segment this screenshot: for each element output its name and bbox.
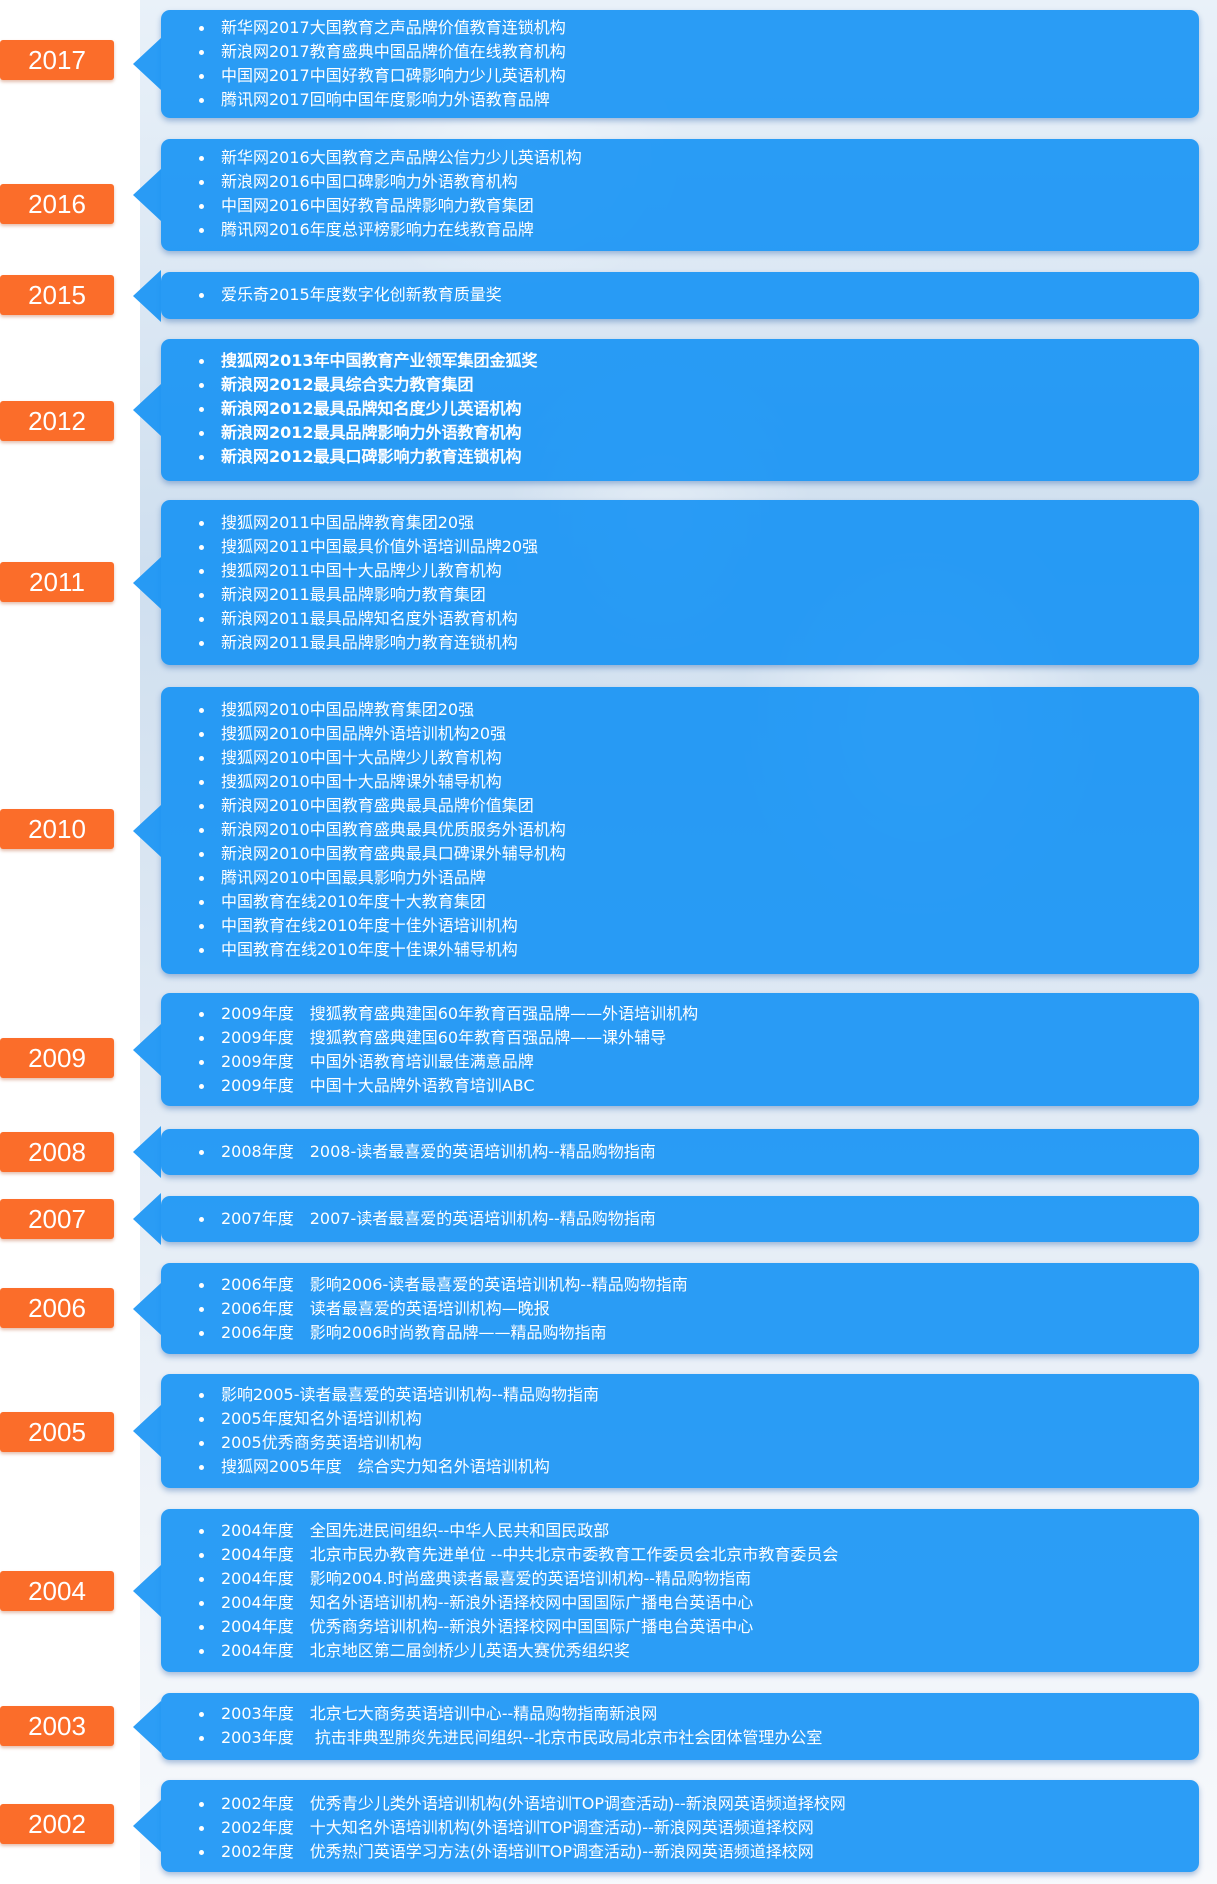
year-badge: 2004 (0, 1571, 114, 1611)
award-card: 2002年度 优秀青少儿类外语培训机构(外语培训TOP调查活动)--新浪网英语频… (133, 1780, 1199, 1872)
award-card: 搜狐网2013年中国教育产业领军集团金狐奖 新浪网2012最具综合实力教育集团 … (133, 339, 1199, 481)
award-item: 2004年度 北京市民办教育先进单位 --中共北京市委教育工作委员会北京市教育委… (197, 1543, 1199, 1567)
award-item: 新浪网2010中国教育盛典最具优质服务外语机构 (197, 818, 1199, 842)
year-badge: 2015 (0, 275, 114, 315)
year-badge: 2003 (0, 1706, 114, 1746)
award-card: 2008年度 2008-读者最喜爱的英语培训机构--精品购物指南 (133, 1126, 1199, 1178)
award-item: 2008年度 2008-读者最喜爱的英语培训机构--精品购物指南 (197, 1140, 1199, 1164)
award-item: 2006年度 影响2006时尚教育品牌——精品购物指南 (197, 1321, 1199, 1345)
award-item: 新浪网2011最具品牌知名度外语教育机构 (197, 607, 1199, 631)
award-item: 2005优秀商务英语培训机构 (197, 1431, 1199, 1455)
award-item: 新浪网2012最具品牌知名度少儿英语机构 (197, 397, 1199, 421)
award-item: 2009年度 中国十大品牌外语教育培训ABC (197, 1074, 1199, 1098)
award-item: 2009年度 中国外语教育培训最佳满意品牌 (197, 1050, 1199, 1074)
year-badge: 2010 (0, 809, 114, 849)
award-item: 影响2005-读者最喜爱的英语培训机构--精品购物指南 (197, 1383, 1199, 1407)
award-item: 新华网2016大国教育之声品牌公信力少儿英语机构 (197, 146, 1199, 170)
award-item: 中国教育在线2010年度十佳外语培训机构 (197, 914, 1199, 938)
award-item: 2004年度 北京地区第二届剑桥少儿英语大赛优秀组织奖 (197, 1639, 1199, 1663)
year-badge: 2017 (0, 40, 114, 80)
award-item: 新浪网2017教育盛典中国品牌价值在线教育机构 (197, 40, 1199, 64)
award-item: 2002年度 十大知名外语培训机构(外语培训TOP调查活动)--新浪网英语频道择… (197, 1816, 1199, 1840)
award-item: 2002年度 优秀热门英语学习方法(外语培训TOP调查活动)--新浪网英语频道择… (197, 1840, 1199, 1864)
award-card: 影响2005-读者最喜爱的英语培训机构--精品购物指南 2005年度知名外语培训… (133, 1374, 1199, 1488)
award-item: 2006年度 影响2006-读者最喜爱的英语培训机构--精品购物指南 (197, 1273, 1199, 1297)
award-card: 爱乐奇2015年度数字化创新教育质量奖 (133, 269, 1199, 322)
award-card: 2003年度 北京七大商务英语培训中心--精品购物指南新浪网 2003年度 抗击… (133, 1693, 1199, 1760)
year-badge: 2002 (0, 1804, 114, 1844)
award-item: 中国教育在线2010年度十佳课外辅导机构 (197, 938, 1199, 962)
award-item: 新浪网2010中国教育盛典最具口碑课外辅导机构 (197, 842, 1199, 866)
award-item: 2007年度 2007-读者最喜爱的英语培训机构--精品购物指南 (197, 1207, 1199, 1231)
award-item: 2003年度 抗击非典型肺炎先进民间组织--北京市民政局北京市社会团体管理办公室 (197, 1726, 1199, 1750)
award-item: 搜狐网2010中国十大品牌少儿教育机构 (197, 746, 1199, 770)
award-item: 2009年度 搜狐教育盛典建国60年教育百强品牌——课外辅导 (197, 1026, 1199, 1050)
award-item: 搜狐网2010中国品牌教育集团20强 (197, 698, 1199, 722)
award-card: 搜狐网2010中国品牌教育集团20强 搜狐网2010中国品牌外语培训机构20强 … (133, 687, 1199, 974)
year-badge: 2005 (0, 1412, 114, 1452)
award-item: 新浪网2012最具口碑影响力教育连锁机构 (197, 445, 1199, 469)
award-card: 新华网2017大国教育之声品牌价值教育连锁机构 新浪网2017教育盛典中国品牌价… (133, 10, 1199, 118)
award-item: 2006年度 读者最喜爱的英语培训机构—晚报 (197, 1297, 1199, 1321)
award-item: 2004年度 影响2004.时尚盛典读者最喜爱的英语培训机构--精品购物指南 (197, 1567, 1199, 1591)
award-card: 2006年度 影响2006-读者最喜爱的英语培训机构--精品购物指南 2006年… (133, 1263, 1199, 1354)
award-item: 搜狐网2011中国最具价值外语培训品牌20强 (197, 535, 1199, 559)
award-item: 2004年度 知名外语培训机构--新浪外语择校网中国国际广播电台英语中心 (197, 1591, 1199, 1615)
award-item: 中国网2016中国好教育品牌影响力教育集团 (197, 194, 1199, 218)
award-item: 搜狐网2011中国品牌教育集团20强 (197, 511, 1199, 535)
award-item: 腾讯网2016年度总评榜影响力在线教育品牌 (197, 218, 1199, 242)
award-item: 2003年度 北京七大商务英语培训中心--精品购物指南新浪网 (197, 1702, 1199, 1726)
award-item: 爱乐奇2015年度数字化创新教育质量奖 (197, 283, 1199, 307)
year-badge: 2012 (0, 401, 114, 441)
year-badge: 2007 (0, 1199, 114, 1239)
award-item: 2002年度 优秀青少儿类外语培训机构(外语培训TOP调查活动)--新浪网英语频… (197, 1792, 1199, 1816)
award-item: 搜狐网2010中国品牌外语培训机构20强 (197, 722, 1199, 746)
award-item: 搜狐网2013年中国教育产业领军集团金狐奖 (197, 349, 1199, 373)
award-item: 搜狐网2010中国十大品牌课外辅导机构 (197, 770, 1199, 794)
award-item: 搜狐网2011中国十大品牌少儿教育机构 (197, 559, 1199, 583)
award-item: 2005年度知名外语培训机构 (197, 1407, 1199, 1431)
year-badge: 2009 (0, 1038, 114, 1078)
award-item: 中国教育在线2010年度十大教育集团 (197, 890, 1199, 914)
award-item: 新浪网2012最具品牌影响力外语教育机构 (197, 421, 1199, 445)
award-card: 新华网2016大国教育之声品牌公信力少儿英语机构 新浪网2016中国口碑影响力外… (133, 139, 1199, 251)
award-item: 新浪网2016中国口碑影响力外语教育机构 (197, 170, 1199, 194)
award-item: 腾讯网2010中国最具影响力外语品牌 (197, 866, 1199, 890)
award-item: 腾讯网2017回响中国年度影响力外语教育品牌 (197, 88, 1199, 112)
award-item: 中国网2017中国好教育口碑影响力少儿英语机构 (197, 64, 1199, 88)
award-item: 2004年度 优秀商务培训机构--新浪外语择校网中国国际广播电台英语中心 (197, 1615, 1199, 1639)
award-item: 2009年度 搜狐教育盛典建国60年教育百强品牌——外语培训机构 (197, 1002, 1199, 1026)
award-card: 2009年度 搜狐教育盛典建国60年教育百强品牌——外语培训机构 2009年度 … (133, 993, 1199, 1106)
award-card: 搜狐网2011中国品牌教育集团20强 搜狐网2011中国最具价值外语培训品牌20… (133, 500, 1199, 665)
award-item: 新浪网2012最具综合实力教育集团 (197, 373, 1199, 397)
year-badge: 2008 (0, 1132, 114, 1172)
award-item: 搜狐网2005年度 综合实力知名外语培训机构 (197, 1455, 1199, 1479)
award-item: 新浪网2011最具品牌影响力教育集团 (197, 583, 1199, 607)
year-badge: 2011 (0, 562, 114, 602)
award-item: 新华网2017大国教育之声品牌价值教育连锁机构 (197, 16, 1199, 40)
award-item: 2004年度 全国先进民间组织--中华人民共和国民政部 (197, 1519, 1199, 1543)
year-badge: 2006 (0, 1288, 114, 1328)
award-card: 2007年度 2007-读者最喜爱的英语培训机构--精品购物指南 (133, 1193, 1199, 1245)
award-item: 新浪网2010中国教育盛典最具品牌价值集团 (197, 794, 1199, 818)
award-card: 2004年度 全国先进民间组织--中华人民共和国民政部 2004年度 北京市民办… (133, 1509, 1199, 1672)
year-badge: 2016 (0, 184, 114, 224)
award-item: 新浪网2011最具品牌影响力教育连锁机构 (197, 631, 1199, 655)
